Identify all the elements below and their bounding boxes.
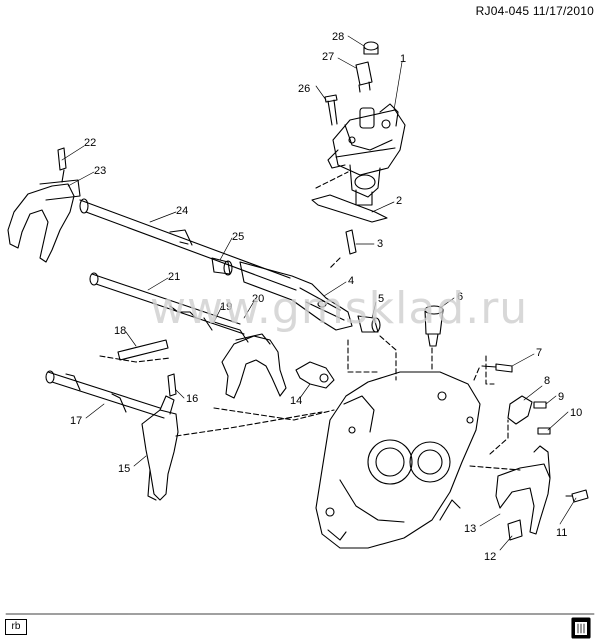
shift-fork-19 <box>213 321 287 399</box>
callout-20: 20 <box>252 293 264 305</box>
callout-8: 8 <box>544 375 550 387</box>
callout-21: 21 <box>168 271 180 283</box>
callout-22: 22 <box>84 137 96 149</box>
callout-18: 18 <box>114 325 126 337</box>
pin-22 <box>57 147 67 171</box>
selector-lever-4 <box>239 261 353 331</box>
callout-12: 12 <box>484 551 496 563</box>
callout-3: 3 <box>377 238 383 250</box>
callout-19: 19 <box>220 301 232 313</box>
callout-4: 4 <box>348 275 354 287</box>
callout-labels: 1 2 3 4 5 6 7 8 9 10 11 12 13 14 15 16 1… <box>70 31 582 563</box>
diagram-reference: RJ04-045 11/17/2010 <box>476 4 594 18</box>
bushing-5 <box>357 315 381 333</box>
reference-date: 11/17/2010 <box>532 4 594 18</box>
bolt-26 <box>324 94 338 126</box>
pin-3 <box>345 229 357 255</box>
callout-26: 26 <box>298 83 310 95</box>
cap-28 <box>363 41 379 55</box>
bracket-13 <box>495 445 551 535</box>
pin-18 <box>117 339 169 361</box>
callout-25: 25 <box>232 231 244 243</box>
bolt-10 <box>537 427 551 435</box>
switch-27 <box>355 61 373 93</box>
callout-15: 15 <box>118 463 130 475</box>
gasket <box>311 194 388 223</box>
shift-fork-23 <box>7 169 81 263</box>
shift-rail-21 <box>89 272 245 335</box>
pin-16 <box>167 373 177 397</box>
shift-tower-assembly <box>327 103 406 206</box>
watermark: www.gmsklad.ru <box>150 283 529 334</box>
callout-9: 9 <box>558 391 564 403</box>
lever-14 <box>295 361 335 389</box>
callout-28: 28 <box>332 31 344 43</box>
shift-rail-24 <box>79 198 297 291</box>
shift-fork-15 <box>141 395 179 501</box>
callout-17: 17 <box>70 415 82 427</box>
callout-5: 5 <box>378 293 384 305</box>
plug-6 <box>424 305 444 347</box>
callout-7: 7 <box>536 347 542 359</box>
callout-24: 24 <box>176 205 188 217</box>
clip-12 <box>507 519 523 541</box>
callout-13: 13 <box>464 523 476 535</box>
callout-16: 16 <box>186 393 198 405</box>
alignment-lines <box>99 171 521 471</box>
leader-lines <box>61 35 577 551</box>
transmission-case <box>315 371 481 549</box>
callout-2: 2 <box>396 195 402 207</box>
bolt-11 <box>565 489 589 503</box>
callout-1: 1 <box>400 53 406 65</box>
bolt-9 <box>533 401 547 409</box>
bolt-7 <box>481 363 513 373</box>
callout-11: 11 <box>556 527 567 539</box>
trash-bin-icon <box>571 617 591 639</box>
callout-10: 10 <box>570 407 582 419</box>
shift-rail-17 <box>45 370 165 419</box>
callout-6: 6 <box>457 291 463 303</box>
rb-badge: rb <box>5 619 27 635</box>
reference-code: RJ04-045 <box>475 4 530 18</box>
callout-23: 23 <box>94 165 106 177</box>
callout-14: 14 <box>290 395 302 407</box>
bracket-8 <box>507 395 533 425</box>
sleeve-25 <box>211 257 233 276</box>
callout-27: 27 <box>322 51 334 63</box>
